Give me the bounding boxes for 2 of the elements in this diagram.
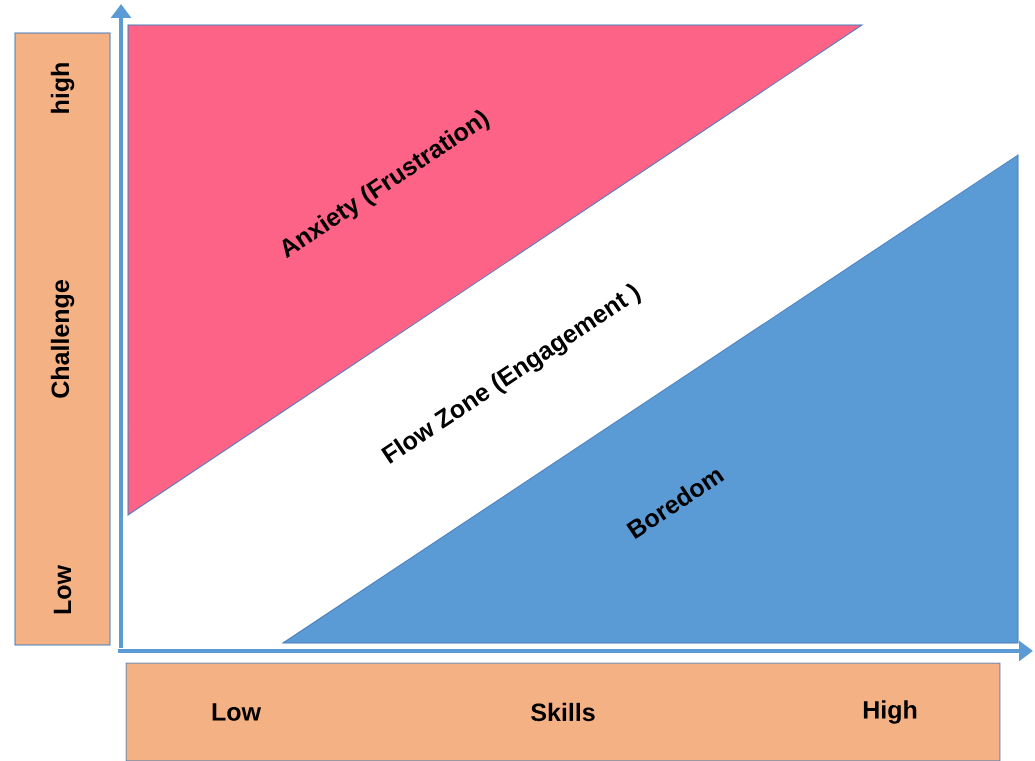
axis-band: Low Skills High xyxy=(125,662,1001,761)
axis-band: high Challenge Low xyxy=(14,32,111,646)
